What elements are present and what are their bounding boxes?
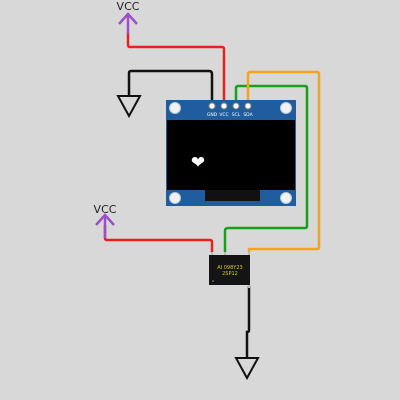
mounting-hole bbox=[169, 192, 181, 204]
vcc-label-left: VCC bbox=[94, 203, 117, 216]
vcc-label-top: VCC bbox=[117, 0, 140, 13]
oled-display-module: GND VCC SCL SDA ❤ bbox=[166, 100, 296, 206]
ground-symbol-bottom bbox=[234, 357, 260, 381]
vcc-symbol-left: VCC bbox=[94, 203, 117, 238]
pin-label-sda: SDA bbox=[243, 112, 253, 118]
chip-label-line1: AI 098Y23 bbox=[217, 265, 242, 271]
chip-pin1-dot bbox=[212, 280, 214, 282]
wire-vcc-chip bbox=[103, 225, 214, 252]
pin-header-scl bbox=[232, 102, 240, 110]
mounting-hole bbox=[280, 192, 292, 204]
screen-heart-glyph: ❤ bbox=[191, 153, 205, 173]
vcc-symbol-top: VCC bbox=[117, 0, 140, 34]
mounting-hole bbox=[280, 102, 292, 114]
wire-gnd-chip bbox=[245, 286, 251, 358]
mounting-hole bbox=[169, 102, 181, 114]
ground-symbol-top bbox=[116, 95, 142, 119]
pin-label-scl: SCL bbox=[232, 112, 241, 118]
wire-vcc-oled bbox=[126, 32, 226, 101]
chip-pin bbox=[248, 252, 250, 256]
microcontroller-chip: AI 098Y23 2SP12 bbox=[209, 252, 250, 288]
chip-pin bbox=[211, 252, 213, 256]
chip-pin bbox=[248, 284, 250, 288]
ribbon-connector bbox=[205, 190, 260, 201]
chip-pin bbox=[224, 252, 226, 256]
pin-header-gnd bbox=[208, 102, 216, 110]
wire-sda bbox=[246, 70, 321, 252]
oled-screen bbox=[167, 120, 295, 190]
wire-gnd-oled bbox=[127, 69, 214, 101]
chip-label-line2: 2SP12 bbox=[222, 271, 238, 277]
chip-body bbox=[209, 255, 250, 285]
wire-scl bbox=[223, 84, 309, 252]
pin-header-sda bbox=[244, 102, 252, 110]
pin-label-gnd: GND bbox=[207, 112, 218, 118]
pin-header-vcc bbox=[220, 102, 228, 110]
pin-label-vcc: VCC bbox=[219, 112, 228, 118]
